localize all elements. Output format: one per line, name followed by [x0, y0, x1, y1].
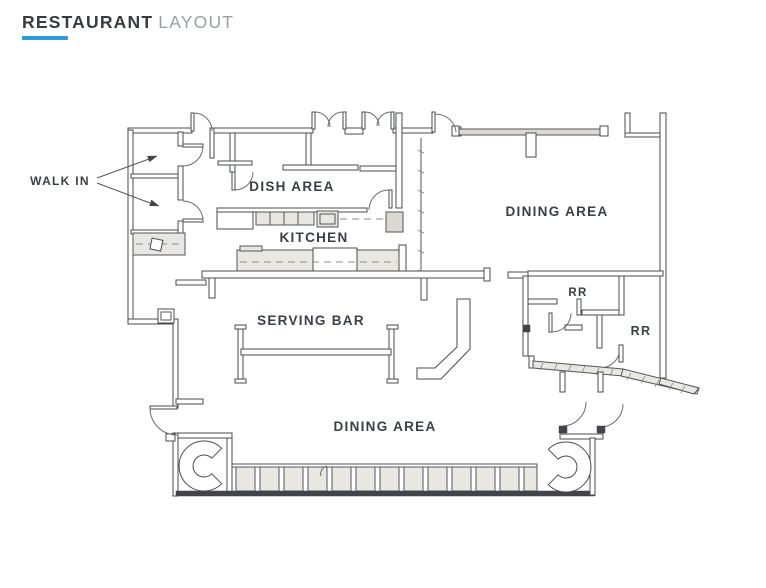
restrooms: [508, 271, 663, 368]
label-restroom-2: RR: [631, 324, 652, 338]
title-primary: RESTAURANT: [22, 12, 154, 32]
walk-in-arrow-upper: [97, 159, 149, 178]
top-wall-doors: [191, 112, 456, 132]
dish-area: [217, 113, 424, 298]
angled-counter: [417, 299, 470, 379]
label-restroom-1: RR: [568, 287, 587, 299]
label-dining-area-bottom: DINING AREA: [333, 419, 436, 434]
entry-vestibule: [529, 356, 699, 433]
label-dish-area: DISH AREA: [249, 179, 334, 194]
kitchen-equipment: [202, 245, 490, 300]
arrowhead-icon: [148, 156, 158, 162]
window-panels: [236, 467, 537, 491]
title-secondary: LAYOUT: [158, 12, 235, 32]
walk-in-annotation: [97, 156, 159, 206]
label-walk-in: WALK IN: [30, 174, 90, 188]
storefront-windows: [176, 433, 603, 496]
walk-in-coolers: [131, 128, 214, 255]
outer-walls: [128, 113, 666, 496]
corner-booth-right: [548, 442, 591, 492]
label-serving-bar: SERVING BAR: [257, 313, 365, 328]
serving-bar-structure: [235, 299, 470, 383]
side-door: [150, 406, 177, 435]
label-kitchen: KITCHEN: [279, 230, 348, 245]
arrowhead-icon: [150, 200, 160, 206]
room-labels: WALK IN DISH AREA KITCHEN SERVING BAR DI…: [30, 174, 652, 434]
label-dining-area-right: DINING AREA: [505, 204, 608, 219]
walk-in-arrow-lower: [97, 183, 150, 203]
corner-booth-left: [179, 441, 222, 491]
title-accent-underline: [22, 36, 68, 40]
